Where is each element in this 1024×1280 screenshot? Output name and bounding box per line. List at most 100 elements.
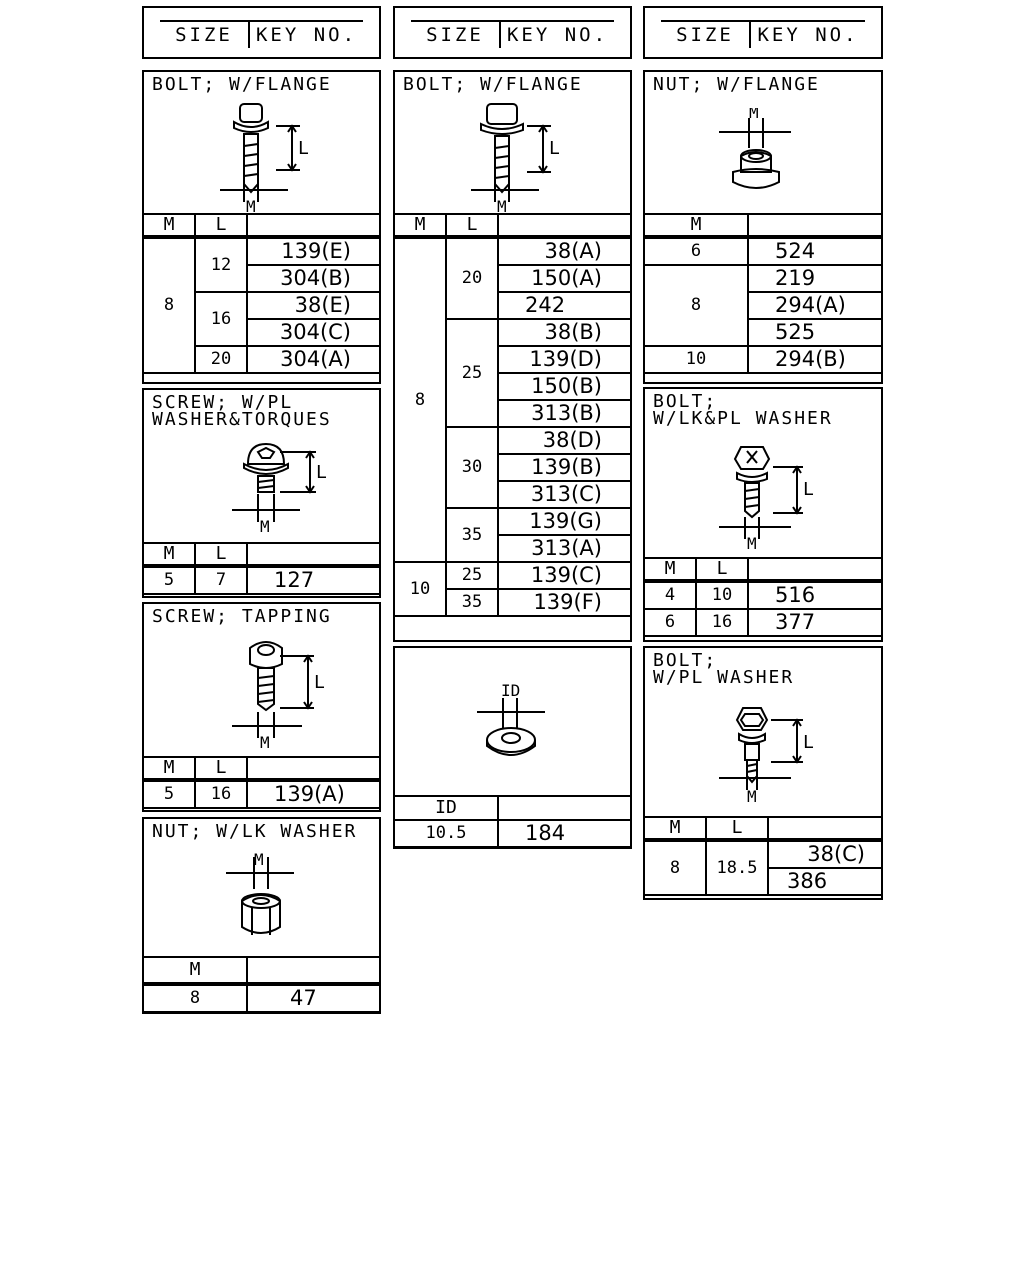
key-no: 150(B): [497, 372, 632, 401]
col-m-header: M: [393, 213, 447, 238]
panel-title: BOLT; W/LK&PL WASHER: [653, 391, 833, 429]
header-size-label: SIZE: [661, 22, 751, 48]
dim-m-label: M: [260, 733, 270, 752]
size-l: 20: [445, 235, 499, 320]
key-no: 524: [747, 235, 883, 266]
hex-bolt-pl-illustration: L M: [719, 707, 814, 806]
col-l-header: L: [705, 816, 769, 841]
col-m-header: M: [142, 213, 196, 238]
header-size-label: SIZE: [411, 22, 501, 48]
header-key-label: KEY NO.: [757, 24, 859, 46]
dim-l-label: L: [803, 732, 814, 753]
panel-title: BOLT; W/FLANGE: [403, 74, 583, 95]
col-l-header: L: [194, 756, 248, 781]
size-l: 16: [695, 608, 749, 637]
size-l: 30: [445, 426, 499, 509]
key-no: 184: [497, 819, 632, 848]
size-m: 10: [393, 561, 447, 617]
key-no: 294(A): [747, 291, 883, 320]
key-no: 304(A): [246, 345, 381, 374]
col-l-header: L: [194, 213, 248, 238]
size-m: 10: [643, 345, 749, 374]
dim-m-label: M: [749, 108, 759, 122]
tapping-screw-illustration: L M: [232, 641, 325, 752]
panel-title: NUT; W/FLANGE: [653, 74, 820, 95]
size-l: 10: [695, 579, 749, 610]
size-l: 12: [194, 235, 248, 293]
size-m: 8: [643, 838, 707, 896]
size-l: 20: [194, 345, 248, 374]
panel-title: BOLT; W/PL WASHER: [653, 650, 795, 688]
hex-bolt-lk-illustration: L M: [719, 446, 814, 551]
size-l: 7: [194, 564, 248, 595]
size-m: 4: [643, 579, 697, 610]
dim-m-label: M: [260, 517, 270, 536]
size-l: 35: [445, 588, 499, 617]
col-m-header: M: [142, 756, 196, 781]
size-m: 8: [643, 264, 749, 347]
key-no: 294(B): [747, 345, 883, 374]
size-m: 6: [643, 235, 749, 266]
lock-nut-illustration: M: [226, 850, 294, 935]
size-l: 16: [194, 778, 248, 809]
key-no: 38(D): [497, 426, 632, 455]
key-no: 219: [747, 264, 883, 293]
col-m-header: M: [142, 542, 196, 567]
col-m-header: M: [643, 213, 749, 238]
size-m: 8: [142, 982, 248, 1013]
col-m-header: M: [142, 956, 248, 985]
key-no: 38(B): [497, 318, 632, 347]
col-m-header: M: [643, 557, 697, 582]
panel-title: SCREW; W/PL WASHER&TORQUES: [152, 392, 332, 430]
key-no: 139(D): [497, 345, 632, 374]
key-no: 242: [497, 291, 632, 320]
size-m: 6: [643, 608, 697, 637]
col-l-header: L: [194, 542, 248, 567]
torx-screw-illustration: L M: [232, 442, 327, 536]
panel-title: BOLT; W/FLANGE: [152, 74, 332, 95]
flange-bolt-illustration: L M: [220, 103, 309, 214]
key-no: 139(F): [497, 588, 632, 617]
flange-nut-illustration: M: [719, 108, 791, 189]
size-l: 25: [445, 318, 499, 428]
key-no: 38(C): [767, 838, 883, 869]
key-no: 139(A): [246, 778, 381, 809]
size-m: 5: [142, 564, 196, 595]
dim-l-label: L: [316, 462, 327, 483]
key-no: 304(B): [246, 264, 381, 293]
key-no: 304(C): [246, 318, 381, 347]
key-no: 127: [246, 564, 381, 595]
dim-m-label: M: [747, 534, 757, 551]
header-key-label: KEY NO.: [506, 24, 609, 46]
panel-title: NUT; W/LK WASHER: [152, 821, 358, 842]
key-no: 38(A): [497, 235, 632, 266]
key-no: 313(B): [497, 399, 632, 428]
header-col-3: SIZE KEY NO.: [643, 6, 883, 59]
dim-id-label: ID: [501, 682, 520, 700]
size-l: 18.5: [705, 838, 769, 896]
header-size-label: SIZE: [160, 22, 250, 48]
key-no: 38(E): [246, 291, 381, 320]
col-l-header: L: [695, 557, 749, 582]
dim-m-label: M: [254, 850, 264, 869]
key-no: 313(A): [497, 534, 632, 563]
dim-m-label: M: [497, 197, 507, 214]
key-no: 386: [767, 867, 883, 896]
key-no: 47: [246, 982, 381, 1013]
